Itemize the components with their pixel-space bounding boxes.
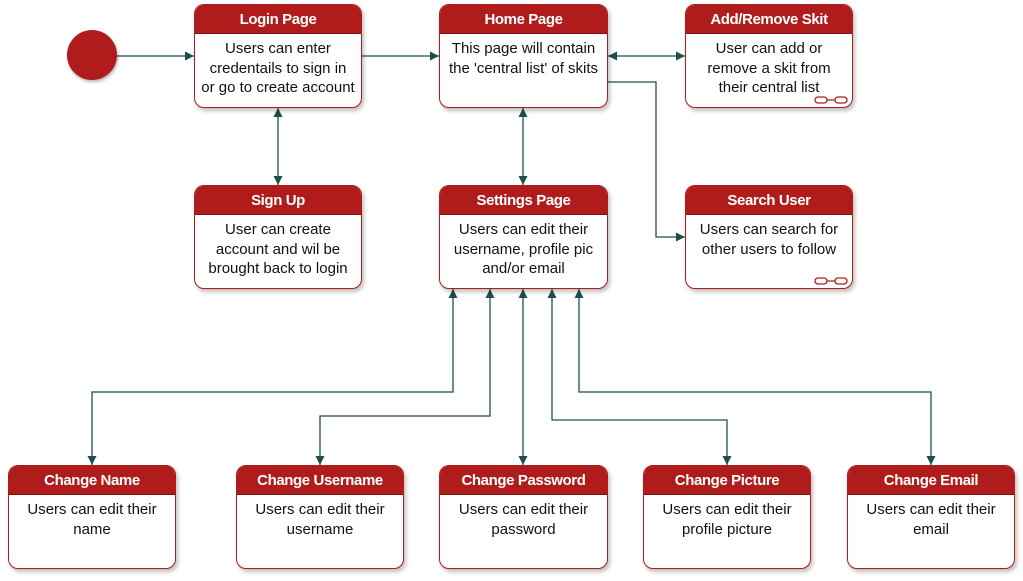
- state-title: Change Picture: [644, 466, 810, 495]
- edge-settings-changepicture: [547, 289, 732, 465]
- state-title: Change Username: [237, 466, 403, 495]
- state-description: Users can edit their email: [866, 501, 996, 538]
- state-add-remove-skit[interactable]: Add/Remove Skit User can add or remove a…: [685, 4, 853, 108]
- state-sign-up[interactable]: Sign Up User can create account and wil …: [194, 185, 362, 289]
- submachine-icon: [814, 277, 848, 285]
- state-change-name[interactable]: Change Name Users can edit their name: [8, 465, 176, 569]
- state-title: Change Name: [9, 466, 175, 495]
- state-change-email[interactable]: Change Email Users can edit their email: [847, 465, 1015, 569]
- state-description: This page will contain the 'central list…: [448, 40, 599, 77]
- state-title: Home Page: [440, 5, 607, 34]
- edge-settings-changeusername: [315, 289, 495, 465]
- state-description: Users can edit their password: [458, 501, 589, 538]
- edge-settings-changename: [87, 289, 458, 465]
- state-title: Sign Up: [195, 186, 361, 215]
- state-title: Settings Page: [440, 186, 607, 215]
- edge-home-search: [608, 81, 685, 242]
- edge-settings-changeemail: [574, 289, 936, 465]
- state-title: Change Password: [440, 466, 607, 495]
- state-description: Users can search for other users to foll…: [699, 221, 839, 258]
- state-change-username[interactable]: Change Username Users can edit their use…: [236, 465, 404, 569]
- state-login-page[interactable]: Login Page Users can enter credentails t…: [194, 4, 362, 108]
- submachine-icon: [814, 96, 848, 104]
- state-description: User can add or remove a skit from their…: [707, 40, 831, 96]
- state-home-page[interactable]: Home Page This page will contain the 'ce…: [439, 4, 608, 108]
- state-description: Users can enter credentails to sign in o…: [201, 40, 355, 96]
- state-description: Users can edit their profile picture: [662, 501, 792, 538]
- state-description: Users can edit their username, profile p…: [453, 221, 594, 277]
- state-search-user[interactable]: Search User Users can search for other u…: [685, 185, 853, 289]
- state-description: Users can edit their username: [255, 501, 385, 538]
- state-title: Add/Remove Skit: [686, 5, 852, 34]
- state-description: Users can edit their name: [27, 501, 157, 538]
- state-settings-page[interactable]: Settings Page Users can edit their usern…: [439, 185, 608, 289]
- state-title: Change Email: [848, 466, 1014, 495]
- initial-state-node[interactable]: [67, 30, 117, 80]
- state-description: User can create account and wil be broug…: [208, 221, 348, 277]
- state-title: Search User: [686, 186, 852, 215]
- state-change-password[interactable]: Change Password Users can edit their pas…: [439, 465, 608, 569]
- state-title: Login Page: [195, 5, 361, 34]
- state-change-picture[interactable]: Change Picture Users can edit their prof…: [643, 465, 811, 569]
